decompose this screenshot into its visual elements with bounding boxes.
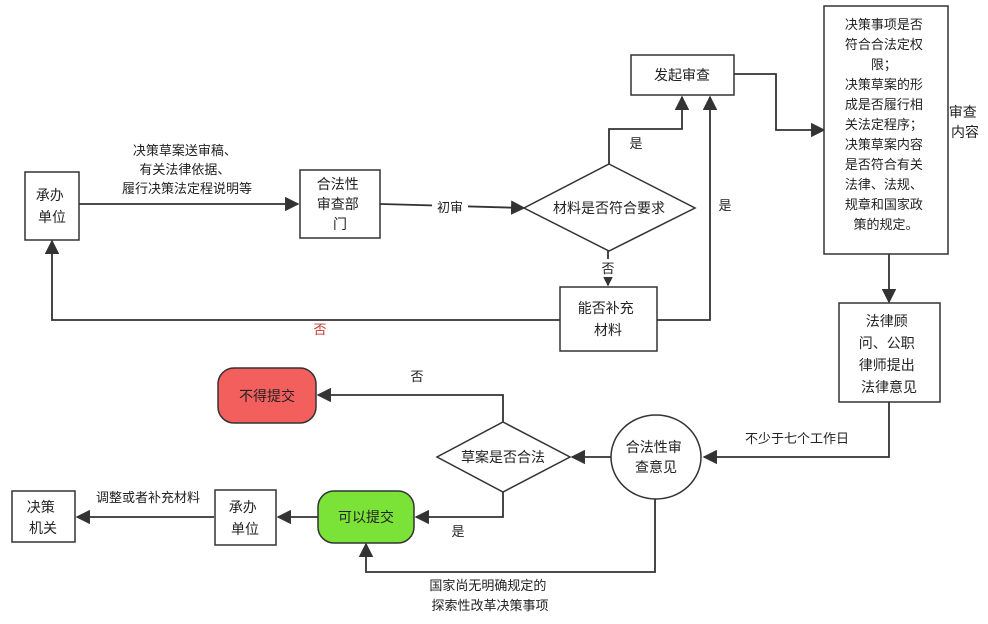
node-line: 合法性审 <box>626 440 682 456</box>
node-line: 审查部 <box>317 197 359 213</box>
node-legal-advisor: 法律顾 问、公职 律师提出 法律意见 <box>838 302 941 403</box>
node-line: 法律、法规、 <box>845 178 923 193</box>
label-exploratory-reform: 国家尚无明确规定的 探索性改革决策事项 <box>429 578 550 614</box>
node-line: 符合合法定权 <box>845 37 923 53</box>
label-yes-initiate: 是 <box>629 137 642 152</box>
edge-opinion-to-can-submit <box>358 497 656 573</box>
node-undertaking-unit-top: 承办 单位 <box>24 171 80 241</box>
label-adjust-materials: 调整或者补充材料 <box>96 490 200 506</box>
label-line: 有关法律依据、 <box>139 163 230 178</box>
node-line: 法律意见 <box>861 379 917 396</box>
node-line: 问、公职 <box>859 336 915 352</box>
node-legality-review-dept: 合法性 审查部 门 <box>299 169 381 239</box>
label-line: 履行决策法定程说明等 <box>122 181 252 197</box>
node-line: 法律顾 <box>866 314 908 330</box>
svg-text:决策事项是否 符合合法定权 限；: 决策事项是否 符合合法定权 限； 决策草案的形 成是否履行相 关法定程序； 决策… <box>845 17 927 233</box>
node-legality-opinion: 合法性审 查意见 <box>610 414 702 500</box>
label-send-materials: 决策草案送审稿、 有关法律依据、 履行决策法定程说明等 <box>122 143 252 197</box>
edge-check-to-not-submit <box>316 387 504 422</box>
node-decision-organ: 决策 机关 <box>11 490 76 543</box>
node-draft-legal-check: 草案是否合法 <box>435 421 572 493</box>
svg-text:承办 单位: 承办 单位 <box>229 500 261 538</box>
node-line: 查意见 <box>635 459 677 476</box>
node-line: 决策草案的形 <box>845 77 923 93</box>
node-line: 机关 <box>29 521 57 537</box>
label-line: 国家尚无明确规定的 <box>429 578 546 594</box>
edge-supplement-to-unit <box>44 239 560 321</box>
node-line: 审查 <box>949 105 977 121</box>
node-line: 材料是否符合要求 <box>553 201 665 217</box>
label-seven-days: 不少于七个工作日 <box>745 432 849 447</box>
label-first-review: 初审 <box>437 201 463 216</box>
node-line: 可以提交 <box>338 509 394 526</box>
node-line: 合法性 <box>317 177 359 193</box>
edge-supplement-to-initiate <box>657 95 718 321</box>
label-no-supplement: 否 <box>601 262 614 277</box>
svg-text:承办 单位: 承办 单位 <box>36 188 68 226</box>
svg-text:法律顾 问、公职 律师提出: 法律顾 问、公职 律师提出 法律意见 <box>859 314 919 396</box>
node-review-content: 决策事项是否 符合合法定权 限； 决策草案的形 成是否履行相 关法定程序； 决策… <box>823 5 949 255</box>
node-line: 草案是否合法 <box>461 449 545 466</box>
node-line: 策的规定。 <box>853 217 918 233</box>
label-no-not-submit: 否 <box>410 370 423 385</box>
node-line: 承办 <box>36 188 64 204</box>
node-can-submit: 可以提交 <box>317 490 415 544</box>
node-line: 是否符合有关 <box>845 157 923 173</box>
node-line: 成是否履行相 <box>845 98 923 113</box>
node-line: 单位 <box>231 522 259 538</box>
node-line: 决策事项是否 <box>845 17 923 33</box>
node-initiate-review: 发起审查 <box>630 54 735 96</box>
node-line: 承办 <box>229 500 257 516</box>
node-line: 限； <box>871 58 897 73</box>
review-content-label: 审查 内容 <box>949 105 981 141</box>
node-line: 单位 <box>38 210 66 226</box>
node-not-submit: 不得提交 <box>217 367 317 424</box>
node-line: 发起审查 <box>654 68 710 84</box>
svg-text:能否补充 材料: 能否补充 材料 <box>578 301 638 339</box>
node-line: 决策草案内容 <box>845 137 923 153</box>
edge-check-to-initiate <box>608 95 690 164</box>
svg-text:合法性审 查意见: 合法性审 查意见 <box>626 440 686 476</box>
edge-initiate-to-content <box>734 73 826 138</box>
svg-text:合法性 审查部 门: 合法性 审查部 门 <box>317 177 363 233</box>
node-line: 关法定程序； <box>845 118 923 133</box>
node-line: 内容 <box>951 124 979 141</box>
edge-check-to-can-submit <box>414 492 504 525</box>
edge-advisor-to-opinion <box>702 402 890 465</box>
label-yes-can-submit: 是 <box>451 525 464 540</box>
node-line: 门 <box>333 217 347 233</box>
node-line: 能否补充 <box>578 301 634 317</box>
node-line: 决策 <box>27 499 55 516</box>
node-line: 材料 <box>594 323 622 339</box>
label-no-back-to-unit: 否 <box>313 323 326 338</box>
node-line: 不得提交 <box>239 388 295 405</box>
node-material-check: 材料是否符合要求 <box>522 163 697 252</box>
label-line: 探索性改革决策事项 <box>431 598 548 614</box>
node-line: 律师提出 <box>859 358 915 374</box>
node-supplement-material: 能否补充 材料 <box>559 286 658 352</box>
label-line: 决策草案送审稿、 <box>133 143 237 159</box>
node-line: 规章和国家政 <box>845 197 923 213</box>
svg-text:决策 机关: 决策 机关 <box>27 499 59 537</box>
node-undertaking-unit-bottom: 承办 单位 <box>214 489 277 546</box>
label-yes-supplement: 是 <box>718 199 731 214</box>
